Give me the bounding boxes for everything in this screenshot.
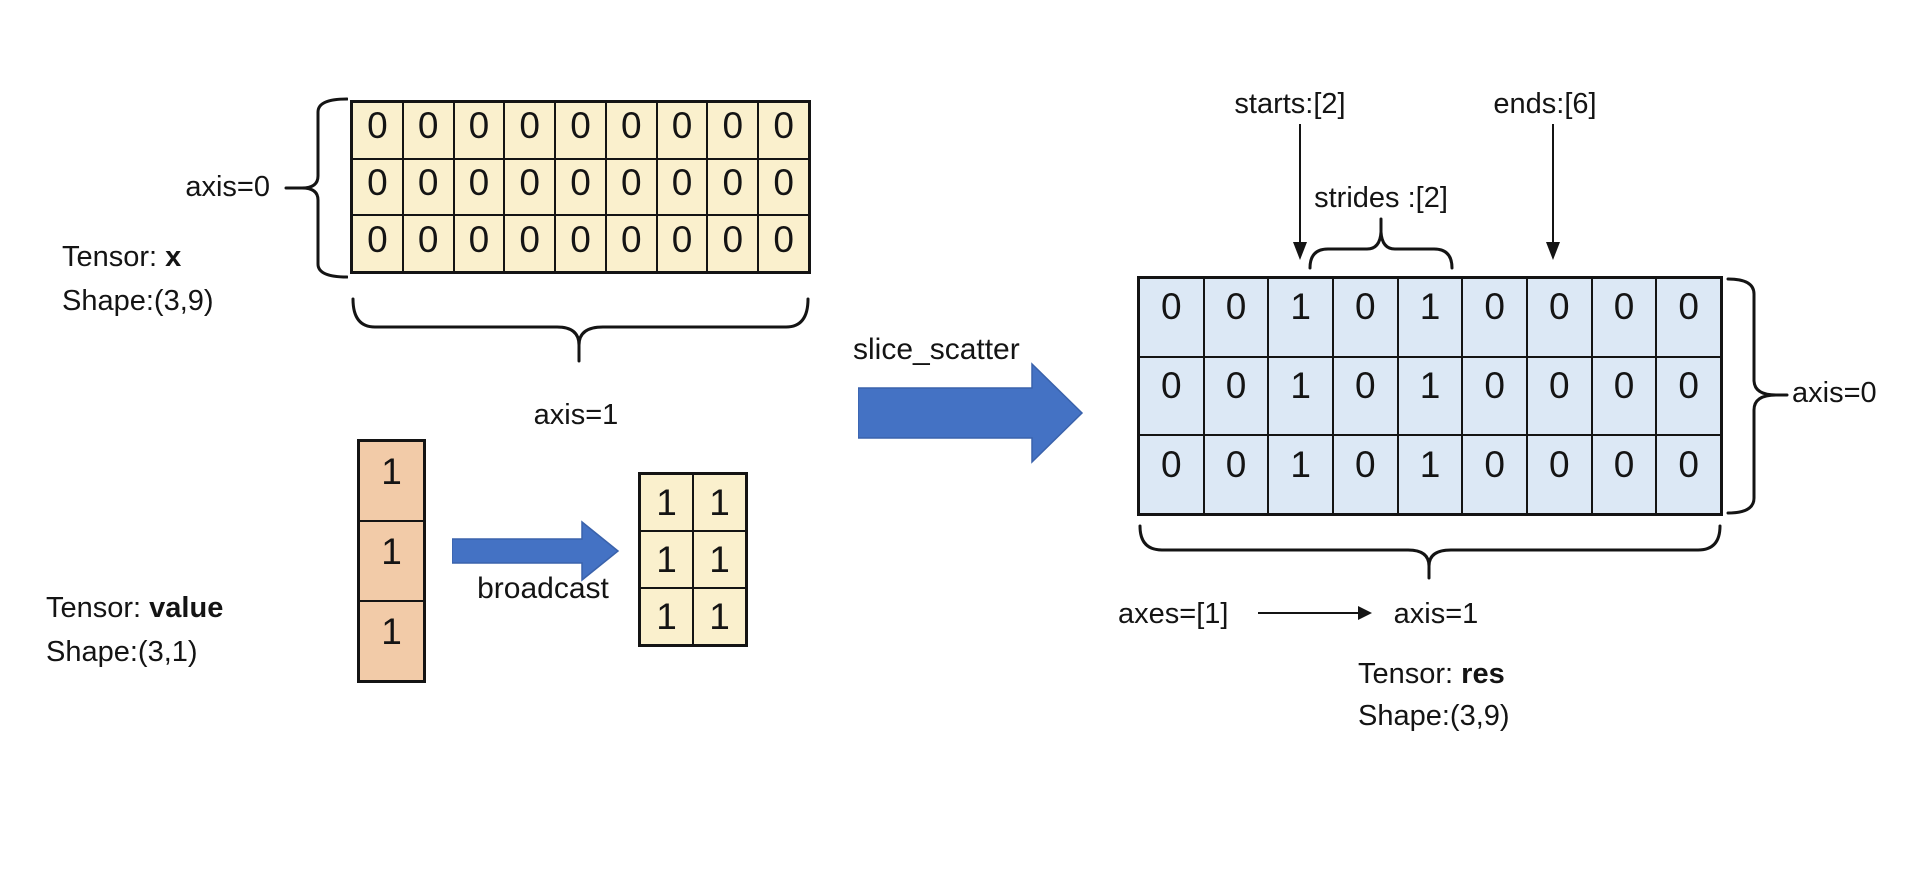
grid-cell: 1: [1397, 278, 1463, 357]
grid-cell: 1: [640, 531, 693, 588]
axis1-label-left: axis=1: [533, 399, 619, 431]
grid-cell: 0: [707, 158, 759, 216]
grid-cell: 1: [1268, 435, 1333, 514]
axis0-label-left: axis=0: [185, 171, 270, 203]
grid-cell: 0: [1462, 356, 1527, 436]
grid-cell: 1: [1268, 278, 1333, 357]
grid-cell: 0: [707, 215, 759, 272]
grid-cell: 0: [1332, 356, 1398, 436]
slice-scatter-arrow-icon: [858, 362, 1084, 464]
tensor-res-shape: Shape:(3,9): [1358, 700, 1510, 732]
grid-cell: 0: [656, 158, 708, 216]
grid-cell: 1: [693, 588, 746, 645]
grid-cell: 0: [1462, 278, 1527, 357]
grid-cell: 0: [1656, 435, 1721, 514]
grid-cell: 0: [605, 102, 657, 159]
tensor-x-name: x: [165, 241, 182, 273]
broadcast-label: broadcast: [477, 572, 609, 605]
grid-cell: 0: [1656, 278, 1721, 357]
grid-cell: 1: [1397, 435, 1463, 514]
axis1-underbrace-left-icon: [351, 297, 810, 363]
grid-cell: 1: [359, 521, 424, 601]
grid-cell: 0: [352, 215, 403, 272]
tensor-res-label: Tensor: res: [1358, 658, 1505, 691]
tensor-res-name: res: [1461, 658, 1505, 690]
grid-cell: 0: [1462, 435, 1527, 514]
grid-cell: 0: [352, 102, 403, 159]
grid-cell: 0: [1526, 356, 1592, 436]
starts-arrow-icon: [1293, 124, 1307, 260]
grid-cell: 1: [693, 531, 746, 588]
grid-cell: 0: [707, 102, 759, 159]
strides-brace-icon: [1308, 217, 1454, 270]
grid-cell: 0: [1139, 356, 1204, 436]
grid-cell: 0: [402, 158, 454, 216]
grid-cell: 0: [555, 215, 606, 272]
ends-label: ends:[6]: [1493, 88, 1597, 120]
grid-cell: 1: [359, 601, 424, 681]
grid-cell: 1: [1268, 356, 1333, 436]
grid-cell: 0: [402, 102, 454, 159]
tensor-value-name: value: [149, 592, 224, 624]
grid-cell: 0: [1203, 435, 1269, 514]
axis0-brace-left-icon: [284, 97, 348, 279]
grid-cell: 0: [555, 158, 606, 216]
grid-cell: 0: [352, 158, 403, 216]
grid-cell: 0: [453, 102, 505, 159]
tensor-x-shape: Shape:(3,9): [62, 285, 214, 317]
grid-cell: 0: [1139, 435, 1204, 514]
grid-cell: 1: [359, 441, 424, 521]
grid-cell: 0: [656, 102, 708, 159]
axis0-label-right: axis=0: [1792, 377, 1877, 409]
grid-cell: 0: [453, 215, 505, 272]
grid-cell: 0: [504, 102, 556, 159]
grid-cell: 0: [758, 102, 809, 159]
strides-label: strides :[2]: [1314, 182, 1448, 214]
axes-arrow-icon: [1258, 606, 1372, 620]
grid-cell: 0: [605, 158, 657, 216]
grid-cell: 0: [758, 158, 809, 216]
starts-label: starts:[2]: [1234, 88, 1346, 120]
ends-arrow-icon: [1546, 124, 1560, 260]
grid-cell: 0: [555, 102, 606, 159]
grid-cell: 0: [1332, 435, 1398, 514]
grid-cell: 0: [453, 158, 505, 216]
grid-cell: 0: [1656, 356, 1721, 436]
grid-cell: 0: [1526, 278, 1592, 357]
grid-cell: 0: [758, 215, 809, 272]
grid-cell: 0: [1591, 278, 1657, 357]
grid-cell: 0: [504, 158, 556, 216]
grid-cell: 1: [693, 474, 746, 531]
axis0-brace-right-icon: [1726, 277, 1789, 515]
grid-cell: 0: [656, 215, 708, 272]
axis1-underbrace-right-icon: [1138, 524, 1722, 580]
tensor-x-label: Tensor: x: [62, 241, 181, 274]
grid-cell: 0: [1139, 278, 1204, 357]
grid-cell: 0: [1591, 435, 1657, 514]
axis1-label-right: axis=1: [1393, 598, 1479, 630]
grid-cell: 1: [640, 474, 693, 531]
grid-cell: 0: [1203, 356, 1269, 436]
slice-scatter-label: slice_scatter: [853, 333, 1020, 366]
tensor-value-shape: Shape:(3,1): [46, 636, 198, 668]
grid-cell: 0: [605, 215, 657, 272]
grid-cell: 0: [402, 215, 454, 272]
axes-param-label: axes=[1]: [1118, 598, 1229, 630]
grid-cell: 0: [1526, 435, 1592, 514]
tensor-value-label: Tensor: value: [46, 592, 223, 625]
grid-cell: 0: [504, 215, 556, 272]
grid-cell: 1: [640, 588, 693, 645]
grid-cell: 0: [1591, 356, 1657, 436]
tensor-x-prefix: Tensor:: [62, 241, 166, 273]
grid-cell: 1: [1397, 356, 1463, 436]
tensor-value-prefix: Tensor:: [46, 592, 150, 624]
grid-cell: 0: [1203, 278, 1269, 357]
broadcast-arrow-icon: [452, 520, 620, 582]
tensor-res-prefix: Tensor:: [1358, 658, 1462, 690]
grid-cell: 0: [1332, 278, 1398, 357]
